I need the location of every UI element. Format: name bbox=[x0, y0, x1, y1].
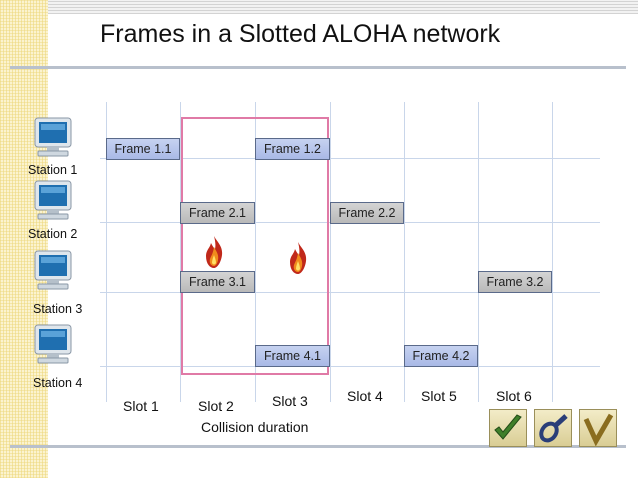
frame-1-1: Frame 1.1 bbox=[106, 138, 180, 160]
footer-rule bbox=[10, 445, 626, 448]
slot-4-label: Slot 4 bbox=[347, 388, 383, 404]
collision-duration-label: Collision duration bbox=[201, 419, 309, 435]
computer-icon bbox=[34, 324, 72, 364]
computer-icon bbox=[34, 180, 72, 220]
slot-3-label: Slot 3 bbox=[272, 393, 308, 409]
title-rule bbox=[10, 66, 626, 69]
frame-3-1: Frame 3.1 bbox=[180, 271, 255, 293]
checkmark-logo-icon bbox=[489, 409, 527, 447]
frame-3-2: Frame 3.2 bbox=[478, 271, 552, 293]
slot-1-label: Slot 1 bbox=[123, 398, 159, 414]
slot-2-label: Slot 2 bbox=[198, 398, 234, 414]
frame-2-2: Frame 2.2 bbox=[330, 202, 404, 224]
frame-1-2: Frame 1.2 bbox=[255, 138, 330, 160]
station-1-label: Station 1 bbox=[28, 163, 78, 177]
swirl-logo-icon bbox=[534, 409, 572, 447]
station-3-label: Station 3 bbox=[33, 302, 83, 316]
frame-4-2: Frame 4.2 bbox=[404, 345, 478, 367]
computer-icon bbox=[34, 117, 72, 157]
slide-title: Frames in a Slotted ALOHA network bbox=[100, 20, 501, 48]
station-4-label: Station 4 bbox=[33, 376, 83, 390]
station-2-label: Station 2 bbox=[28, 227, 78, 241]
header-stripe bbox=[0, 0, 638, 14]
check-v-logo-icon bbox=[579, 409, 617, 447]
frame-4-1: Frame 4.1 bbox=[255, 345, 330, 367]
slot-6-label: Slot 6 bbox=[496, 388, 532, 404]
slot-5-label: Slot 5 bbox=[421, 388, 457, 404]
side-stripe bbox=[0, 0, 48, 478]
collision-window bbox=[181, 117, 329, 375]
frame-2-1: Frame 2.1 bbox=[180, 202, 255, 224]
computer-icon bbox=[34, 250, 72, 290]
fire-icon bbox=[206, 236, 223, 268]
fire-icon bbox=[290, 242, 307, 274]
